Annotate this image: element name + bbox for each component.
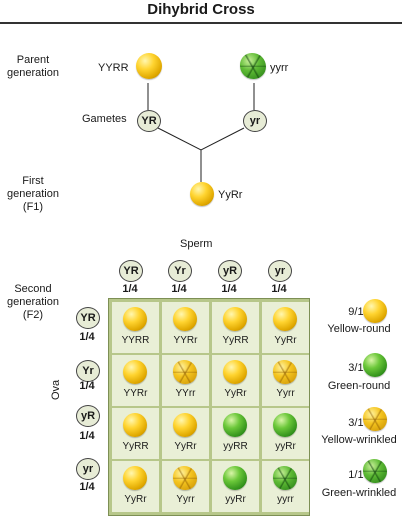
result-ratio: 9/16 xyxy=(348,306,370,318)
result-green-wrinkled-pea-icon xyxy=(363,459,387,483)
sperm-gamete: yR xyxy=(218,260,242,282)
sperm-gamete: Yr xyxy=(168,260,192,282)
ova-gamete: yr xyxy=(76,458,100,480)
sperm-gamete: YR xyxy=(119,260,143,282)
yellow-round-pea-icon xyxy=(123,413,147,437)
yellow-wrinkled-pea-icon xyxy=(173,360,197,384)
yellow-wrinkled-pea-icon xyxy=(173,466,197,490)
gametes-label: Gametes xyxy=(82,113,127,125)
punnett-cell: yyRR xyxy=(212,408,259,459)
yellow-wrinkled-pea-icon xyxy=(273,360,297,384)
parent-right-gamete: yr xyxy=(243,110,267,132)
punnett-cell-genotype: yyrr xyxy=(277,494,294,505)
sperm-fraction: 1/4 xyxy=(122,283,138,295)
second-generation-label: Second generation (F2) xyxy=(7,283,59,321)
diagram-title: Dihybrid Cross xyxy=(0,0,402,24)
yellow-round-pea-icon xyxy=(123,307,147,331)
result-green-round-pea-icon xyxy=(363,353,387,377)
punnett-cell-genotype: yyRr xyxy=(275,441,296,452)
parent-right-genotype: yyrr xyxy=(270,62,289,74)
yellow-round-pea-icon xyxy=(223,360,247,384)
green-wrinkled-pea-icon xyxy=(273,466,297,490)
punnett-cell: YYRr xyxy=(112,355,159,406)
punnett-cell-genotype: YyRR xyxy=(222,335,249,346)
punnett-cell: YYRr xyxy=(162,302,209,353)
punnett-cell-genotype: Yyrr xyxy=(276,388,295,399)
sperm-fraction: 1/4 xyxy=(271,283,287,295)
ova-fraction: 1/4 xyxy=(79,481,95,493)
punnett-cell-genotype: YyRR xyxy=(122,441,149,452)
sperm-fraction: 1/4 xyxy=(221,283,237,295)
yellow-round-pea-icon xyxy=(223,307,247,331)
punnett-cell-genotype: YyRr xyxy=(224,388,247,399)
punnett-cell: yyrr xyxy=(262,461,309,512)
yellow-round-pea-icon xyxy=(273,307,297,331)
parent-yellow-round-pea-icon xyxy=(136,53,162,79)
ova-fraction: 1/4 xyxy=(79,380,95,392)
ova-gamete: yR xyxy=(76,405,100,427)
punnett-cell: Yyrr xyxy=(162,461,209,512)
parent-left-gamete: YR xyxy=(137,110,161,132)
punnett-cell: Yyrr xyxy=(262,355,309,406)
green-round-pea-icon xyxy=(273,413,297,437)
punnett-cell: yyRr xyxy=(212,461,259,512)
punnett-cell: YyRr xyxy=(262,302,309,353)
parent-generation-label: Parent generation xyxy=(7,54,59,79)
parent-green-wrinkled-pea-icon xyxy=(240,53,266,79)
punnett-cell: YYrr xyxy=(162,355,209,406)
green-round-pea-icon xyxy=(223,413,247,437)
green-round-pea-icon xyxy=(223,466,247,490)
result-yellow-wrinkled-pea-icon xyxy=(363,407,387,431)
punnett-cell-genotype: yyRR xyxy=(223,441,248,452)
yellow-round-pea-icon xyxy=(123,466,147,490)
result-label: Green-wrinkled xyxy=(321,487,397,499)
sperm-label: Sperm xyxy=(180,238,213,250)
punnett-cell: YyRr xyxy=(112,461,159,512)
ova-gamete: Yr xyxy=(76,360,100,382)
result-ratio: 3/16 xyxy=(348,362,370,374)
punnett-cell: YYRR xyxy=(112,302,159,353)
f1-yellow-round-pea-icon xyxy=(190,182,214,206)
punnett-cell: YyRR xyxy=(112,408,159,459)
sperm-fraction: 1/4 xyxy=(171,283,187,295)
f1-genotype: YyRr xyxy=(218,189,243,201)
punnett-cell-genotype: YyRr xyxy=(124,494,147,505)
punnett-cell: YyRr xyxy=(212,355,259,406)
punnett-cell: YyRr xyxy=(162,408,209,459)
punnett-cell: yyRr xyxy=(262,408,309,459)
yellow-round-pea-icon xyxy=(123,360,147,384)
ova-gamete: YR xyxy=(76,307,100,329)
result-label: Yellow-wrinkled xyxy=(321,434,397,446)
result-ratio: 1/16 xyxy=(348,469,370,481)
punnett-cell-genotype: YYRr xyxy=(173,335,198,346)
ova-label: Ova xyxy=(50,379,62,400)
punnett-cell-genotype: Yyrr xyxy=(176,494,195,505)
punnett-cell: YyRR xyxy=(212,302,259,353)
punnett-cell-genotype: YYRR xyxy=(121,335,150,346)
punnett-cell-genotype: YyRr xyxy=(174,441,197,452)
parent-left-genotype: YYRR xyxy=(98,62,129,74)
ova-fraction: 1/4 xyxy=(79,430,95,442)
punnett-cell-genotype: yyRr xyxy=(225,494,246,505)
result-ratio: 3/16 xyxy=(348,417,370,429)
ova-fraction: 1/4 xyxy=(79,331,95,343)
punnett-cell-genotype: YyRr xyxy=(274,335,297,346)
punnett-cell-genotype: YYRr xyxy=(123,388,148,399)
sperm-gamete: yr xyxy=(268,260,292,282)
yellow-round-pea-icon xyxy=(173,413,197,437)
punnett-cell-genotype: YYrr xyxy=(175,388,196,399)
yellow-round-pea-icon xyxy=(173,307,197,331)
first-generation-label: First generation (F1) xyxy=(7,175,59,213)
result-label: Green-round xyxy=(327,380,391,392)
result-yellow-round-pea-icon xyxy=(363,299,387,323)
result-label: Yellow-round xyxy=(327,323,391,335)
